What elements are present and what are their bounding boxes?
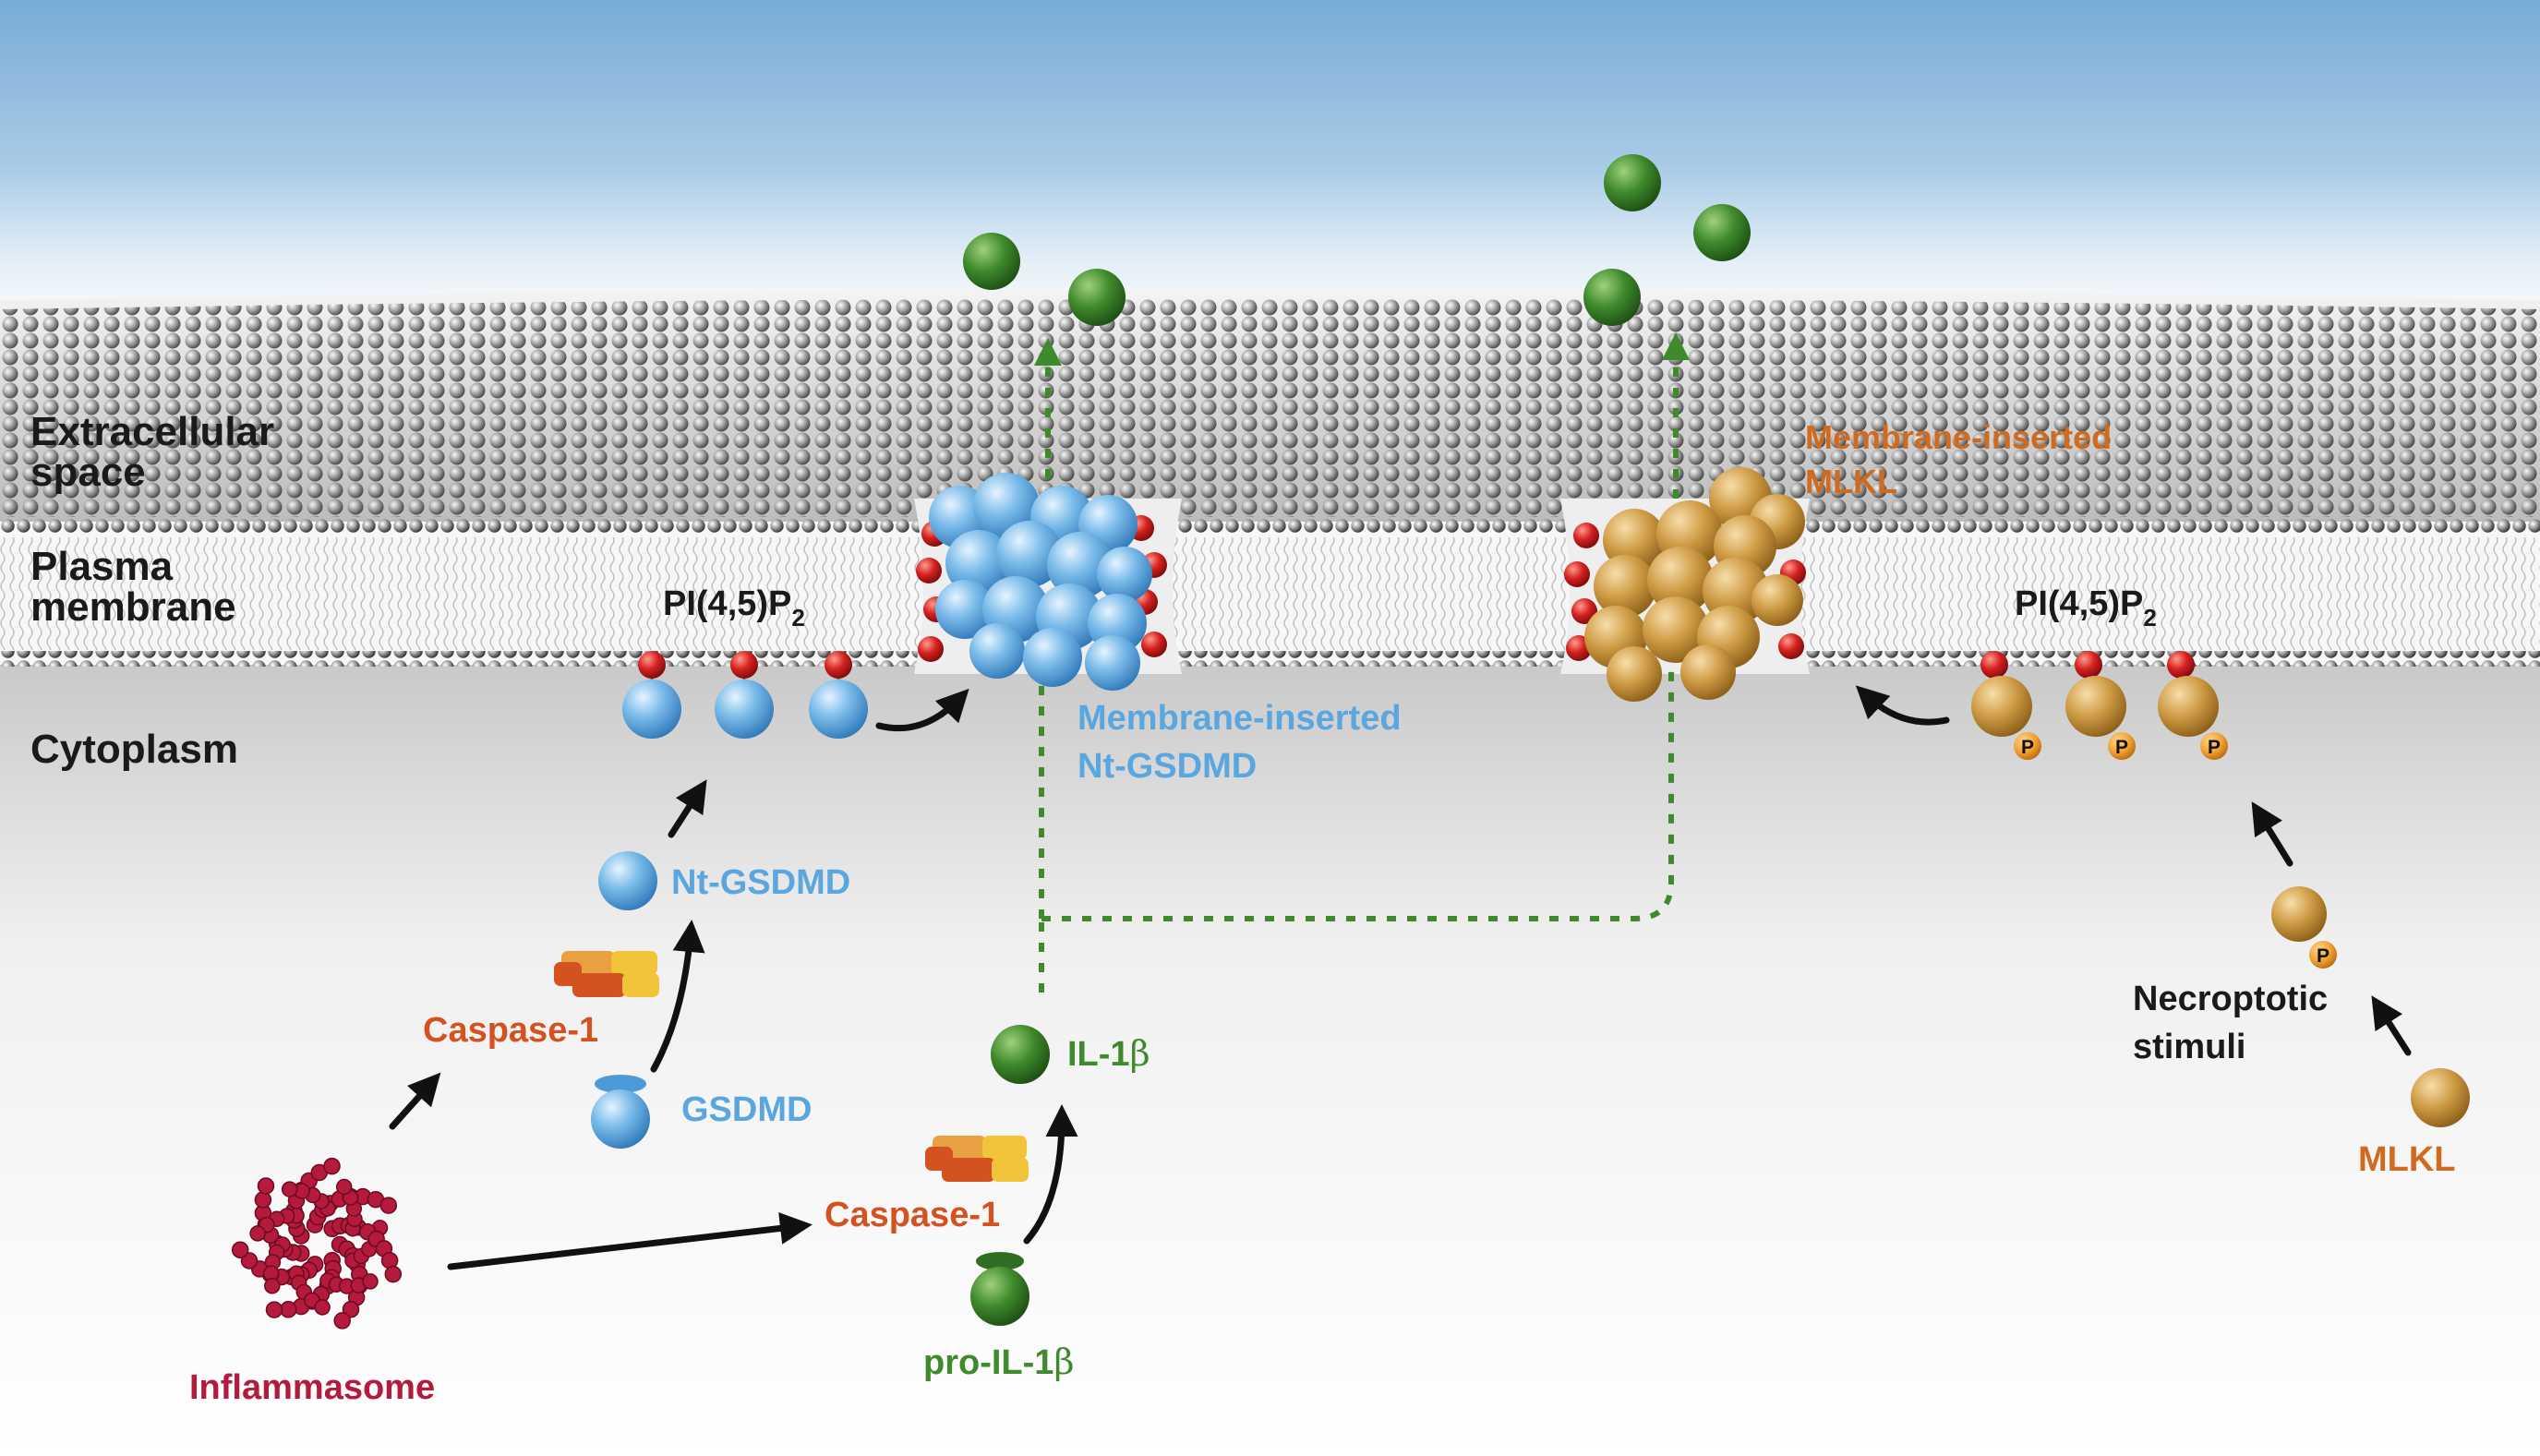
pip2-headgroup [1980, 651, 2008, 679]
inflammasome-bead [333, 1312, 351, 1330]
released-il1b [1604, 154, 1661, 211]
inflammasome-bead [314, 1299, 331, 1316]
membrane-lipid-tails [0, 537, 2540, 650]
arrow-nt-gsdmd-to-pore [875, 688, 969, 732]
released-il1b [1583, 269, 1641, 326]
pip2-label-right: PI(4,5)P2 [2015, 584, 2157, 632]
svg-text:P: P [2115, 737, 2128, 758]
released-il1b [963, 233, 1020, 290]
inflammasome-label: Inflammasome [189, 1368, 435, 1407]
inflammasome-bead [264, 1278, 281, 1294]
inflammasome-bead [265, 1301, 283, 1318]
mlkl-bound [2158, 676, 2219, 737]
svg-text:P: P [2208, 737, 2221, 758]
region-labels: Extracellular space Plasma membrane Cyto… [30, 409, 285, 772]
cytoplasm-background [0, 665, 2540, 1456]
inner-headgroup-row [0, 651, 2540, 667]
inflammasome-bead [240, 1252, 259, 1269]
arrow-mlkl-to-mlkl-p [2371, 995, 2412, 1056]
inflammasome-bead [379, 1197, 398, 1214]
nt-gsdmd-bound [809, 680, 868, 739]
gsdmd-pore [916, 473, 1167, 691]
inflammasome-bead [257, 1177, 275, 1195]
pip2-headgroup [730, 651, 758, 679]
caspase-label-lower: Caspase-1 [825, 1196, 1000, 1234]
mlkl-label: MLKL [2358, 1140, 2456, 1179]
nt-gsdmd-bound [622, 680, 681, 739]
pip2-headgroup [825, 651, 852, 679]
inflammasome-bead [323, 1157, 341, 1175]
phospho-tag: P [2108, 732, 2136, 760]
il1b-release-paths [1034, 332, 1690, 993]
mlkl-bound-group: P P P [1971, 651, 2228, 760]
inflammasome-bead [342, 1300, 360, 1318]
inflammasome-bead [281, 1181, 298, 1197]
released-il1b-group [963, 154, 1751, 326]
mlkl-phosphorylated: P [2271, 886, 2337, 969]
nt-gsdmd-bound-group [622, 651, 868, 739]
extracellular-sky [0, 0, 2540, 305]
arrow-inflammasome-to-caspase-lower [447, 1212, 813, 1270]
pro-il1b-label: pro-IL-1β [923, 1342, 1074, 1382]
pip2-headgroup [2075, 651, 2102, 679]
arrow-stimuli-to-mlkl-p [2251, 801, 2293, 867]
released-il1b [1068, 269, 1126, 326]
pyroptosis-labels: PI(4,5)P2 Membrane-inserted Nt-GSDMD Nt-… [189, 584, 1411, 1407]
phospho-tag: P [2014, 732, 2041, 760]
caspase-label-upper: Caspase-1 [423, 1011, 598, 1050]
necroptosis-labels: Membrane-inserted MLKL PI(4,5)P2 Necropt… [1805, 418, 2456, 1179]
caspase-enzyme-upper [554, 951, 659, 997]
gsdmd-label: GSDMD [681, 1090, 812, 1129]
inflammasome-bead [335, 1178, 353, 1196]
arrow-pro-il1b-to-il1b [1023, 1104, 1078, 1245]
arrow-mlkl-to-pore [1855, 685, 1950, 726]
plasma-membrane-label: Plasma membrane [30, 544, 236, 630]
arrow-nt-gsdmd-to-membrane [668, 779, 707, 838]
il1b-label: IL-1β [1067, 1033, 1150, 1074]
mlkl-bound [2065, 676, 2126, 737]
released-il1b [1693, 204, 1751, 261]
svg-text:P: P [2317, 945, 2329, 967]
inflammasome-bead [231, 1241, 249, 1258]
caspase-enzyme-lower [925, 1136, 1029, 1182]
gsdmd-pore-label: Membrane-inserted Nt-GSDMD [1077, 699, 1411, 786]
svg-text:P: P [2021, 737, 2034, 758]
inflammasome-bead [249, 1225, 266, 1242]
mlkl-bound [1971, 676, 2032, 737]
outer-headgroup-row [0, 517, 2540, 533]
inflammasome-bead [384, 1265, 403, 1283]
extracellular-label: Extracellular space [30, 409, 285, 495]
arrow-gsdmd-to-nt-gsdmd [650, 920, 705, 1073]
membrane-top-dots [0, 298, 2540, 517]
pip2-headgroup [2167, 651, 2195, 679]
inflammasome-bead [362, 1273, 379, 1290]
nt-gsdmd-label: Nt-GSDMD [671, 863, 850, 902]
pip2-label-left: PI(4,5)P2 [663, 584, 805, 632]
cytoplasm-label: Cytoplasm [30, 727, 238, 772]
gsdmd-full-length [591, 1075, 650, 1149]
inflammasome-bead [280, 1301, 297, 1318]
mlkl-pore-subunits [1584, 467, 1805, 702]
inflammasome-bead [254, 1191, 272, 1209]
mlkl-unphosphorylated [2411, 1068, 2470, 1127]
pro-il1b [970, 1252, 1029, 1326]
pip2-headgroup [638, 651, 666, 679]
necroptotic-stimuli-label: Necroptotic stimuli [2133, 980, 2338, 1066]
mlkl-pore [1564, 467, 1806, 702]
il1b [991, 1025, 1050, 1084]
arrow-inflammasome-to-caspase [389, 1072, 441, 1130]
nt-gsdmd-bound [715, 680, 774, 739]
nt-gsdmd-free [598, 851, 657, 910]
pathway-arrows [389, 685, 2412, 1270]
inflammasome [231, 1157, 403, 1330]
gsdmd-pore-subunits [929, 473, 1152, 691]
phospho-tag: P [2200, 732, 2228, 760]
mlkl-pore-label: Membrane-inserted MLKL [1805, 418, 2121, 500]
